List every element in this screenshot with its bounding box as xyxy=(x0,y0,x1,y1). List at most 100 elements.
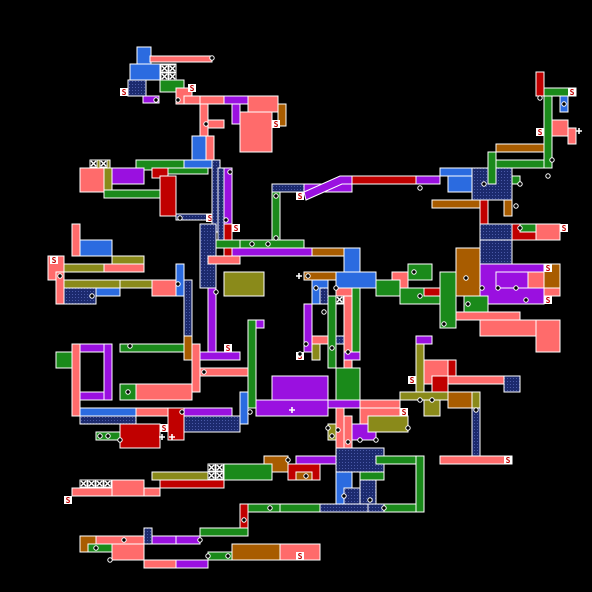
map-room-45 xyxy=(95,287,121,297)
map-room-35 xyxy=(79,239,113,257)
map-room-17 xyxy=(191,135,207,161)
door-marker-icon xyxy=(105,433,111,439)
map-room-91 xyxy=(343,247,361,273)
door-marker-icon xyxy=(117,437,123,443)
door-marker-icon xyxy=(321,309,327,315)
door-marker-icon xyxy=(329,345,335,351)
boss-marker-icon xyxy=(207,463,216,472)
map-room-150 xyxy=(231,543,281,561)
map-room-58 xyxy=(183,335,193,361)
map-room-75 xyxy=(199,367,249,377)
door-marker-icon xyxy=(335,427,341,433)
map-room-11 xyxy=(247,95,279,113)
map-room-87 xyxy=(511,175,521,185)
svg-text:S: S xyxy=(190,84,195,93)
map-room-111 xyxy=(359,399,401,409)
item-marker-icon xyxy=(296,273,302,279)
door-marker-icon xyxy=(357,437,363,443)
map-room-135 xyxy=(383,503,417,513)
save-point-icon: S xyxy=(188,84,196,93)
door-marker-icon xyxy=(175,97,181,103)
map-room-104 xyxy=(343,351,361,361)
map-room-179 xyxy=(455,311,521,321)
map-room-12 xyxy=(239,111,273,153)
map-room-190 xyxy=(471,391,481,409)
map-room-114 xyxy=(367,415,409,433)
door-marker-icon xyxy=(227,169,233,175)
map-room-161 xyxy=(495,159,545,169)
boss-marker-icon xyxy=(207,471,216,480)
map-room-177 xyxy=(423,287,441,297)
door-marker-icon xyxy=(523,297,529,303)
door-marker-icon xyxy=(153,97,159,103)
map-room-131 xyxy=(359,471,385,481)
map-room-92 xyxy=(335,271,377,289)
save-point-icon: S xyxy=(224,344,232,353)
door-marker-icon xyxy=(249,241,255,247)
map-room-142 xyxy=(151,535,177,545)
door-marker-icon xyxy=(265,241,271,247)
map-room-172 xyxy=(543,287,561,297)
map-room-8 xyxy=(183,95,201,105)
svg-text:S: S xyxy=(402,408,407,417)
boss-marker-icon xyxy=(215,463,224,472)
map-room-36 xyxy=(111,255,145,265)
map-room-122 xyxy=(223,463,273,481)
map-room-193 xyxy=(431,375,449,393)
door-marker-icon xyxy=(303,473,309,479)
door-marker-icon xyxy=(57,273,63,279)
map-room-83 xyxy=(415,175,441,185)
map-room-53 xyxy=(311,247,345,257)
map-room-4 xyxy=(127,79,147,97)
save-point-icon: S xyxy=(544,296,552,305)
svg-text:S: S xyxy=(298,192,303,201)
door-marker-icon xyxy=(313,285,319,291)
door-marker-icon xyxy=(373,437,379,443)
map-room-78 xyxy=(255,319,265,329)
door-marker-icon xyxy=(537,95,543,101)
svg-text:S: S xyxy=(538,128,543,137)
map-room-63 xyxy=(103,343,113,401)
map-room-182 xyxy=(463,295,489,313)
map-room-38 xyxy=(63,263,105,273)
door-marker-icon xyxy=(479,285,485,291)
door-marker-icon xyxy=(341,493,347,499)
door-marker-icon xyxy=(297,351,303,357)
door-marker-icon xyxy=(405,425,411,431)
door-marker-icon xyxy=(513,285,519,291)
save-point-icon: S xyxy=(408,376,416,385)
map-room-181 xyxy=(535,319,561,353)
boss-marker-icon xyxy=(168,64,177,73)
map-room-66 xyxy=(135,383,193,401)
door-marker-icon xyxy=(209,55,215,61)
boss-marker-icon xyxy=(160,72,169,81)
save-point-icon: S xyxy=(544,264,552,273)
map-room-115 xyxy=(327,423,337,441)
door-marker-icon xyxy=(127,343,133,349)
save-point-icon: S xyxy=(400,408,408,417)
map-room-55 xyxy=(207,287,217,353)
map-room-125 xyxy=(143,487,161,497)
map-room-26 xyxy=(103,189,165,199)
door-marker-icon xyxy=(197,537,203,543)
door-marker-icon xyxy=(345,439,351,445)
map-room-188 xyxy=(399,391,449,401)
door-marker-icon xyxy=(93,545,99,551)
svg-text:S: S xyxy=(410,376,415,385)
map-room-49 xyxy=(207,255,241,265)
map-room-25 xyxy=(111,167,145,185)
door-marker-icon xyxy=(381,505,387,511)
door-marker-icon xyxy=(89,293,95,299)
door-marker-icon xyxy=(411,269,417,275)
save-point-icon: S xyxy=(232,224,240,233)
map-room-102 xyxy=(311,343,321,361)
map-room-56 xyxy=(199,351,241,361)
save-point-icon: S xyxy=(64,496,72,505)
svg-text:S: S xyxy=(208,214,213,223)
map-room-82 xyxy=(351,175,417,185)
save-point-icon: S xyxy=(160,424,168,433)
map-room-72 xyxy=(183,415,241,433)
svg-text:S: S xyxy=(506,456,511,465)
map-room-127 xyxy=(71,487,113,497)
map-room-77 xyxy=(247,319,257,409)
